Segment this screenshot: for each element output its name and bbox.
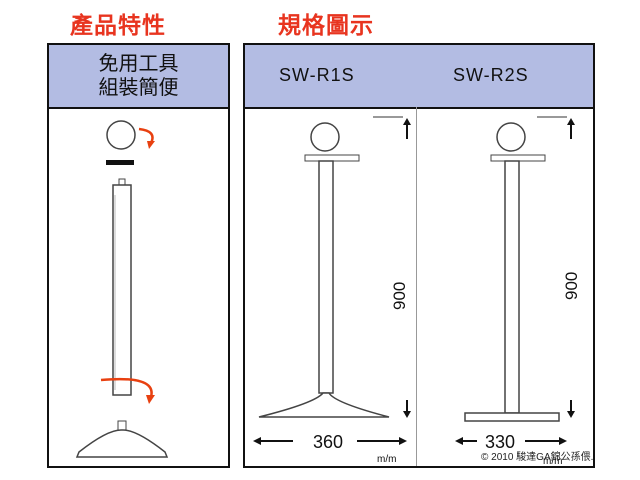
spec-drawing: 900 360 m/m 900 330 m/m	[253, 116, 581, 466]
features-panel: 免用工具 組裝簡便	[47, 43, 230, 468]
height-arrow-down-r1s-icon	[403, 411, 411, 418]
width-label-r1s: 360	[313, 432, 343, 452]
copyright-text: © 2010 駿達GA錦公孫偎.	[481, 452, 594, 463]
features-heading: 產品特性	[70, 12, 166, 38]
ball-top	[106, 120, 136, 150]
separator-bar	[106, 160, 134, 165]
height-arrow-up-r2s-icon	[567, 118, 575, 125]
stanchion-r1s	[258, 122, 390, 418]
model-divider	[416, 107, 417, 466]
width-arrow-right-r2s-icon	[559, 437, 567, 445]
height-label-r2s: 900	[562, 272, 581, 300]
feature-line-1: 免用工具	[98, 53, 179, 75]
features-header: 免用工具 組裝簡便	[49, 45, 228, 109]
rotate-arrow-bottom-icon	[100, 377, 153, 398]
base-pin	[117, 420, 127, 431]
model-name-r1s: SW-R1S	[279, 65, 355, 85]
height-arrow-up-r1s-icon	[403, 118, 411, 125]
height-arrow-down-r2s-icon	[567, 411, 575, 418]
spec-heading: 規格圖示	[278, 12, 374, 38]
base	[75, 429, 169, 458]
rotate-arrowhead-bottom-icon	[146, 395, 155, 404]
spec-header: SW-R1S SW-R2S	[245, 45, 593, 109]
height-label-r1s: 900	[390, 282, 409, 310]
width-label-r2s: 330	[485, 432, 515, 452]
feature-line-2: 組裝簡便	[98, 77, 179, 99]
pole-top-pin	[118, 178, 126, 186]
pole	[112, 184, 132, 396]
model-name-r2s: SW-R2S	[453, 65, 529, 85]
width-arrow-left-r1s-icon	[253, 437, 261, 445]
width-arrow-left-r2s-icon	[455, 437, 463, 445]
rotate-arrowhead-top-icon	[147, 141, 155, 149]
width-arrow-right-r1s-icon	[399, 437, 407, 445]
stanchion-r2s	[464, 122, 560, 422]
rotate-arrow-top-icon	[138, 127, 154, 144]
assembly-illustration	[75, 120, 169, 458]
unit-label-r1s: m/m	[377, 454, 396, 465]
spec-panel: SW-R1S SW-R2S 900 360 m/m	[243, 43, 595, 468]
unit-label-r2s: m/m	[543, 456, 562, 466]
